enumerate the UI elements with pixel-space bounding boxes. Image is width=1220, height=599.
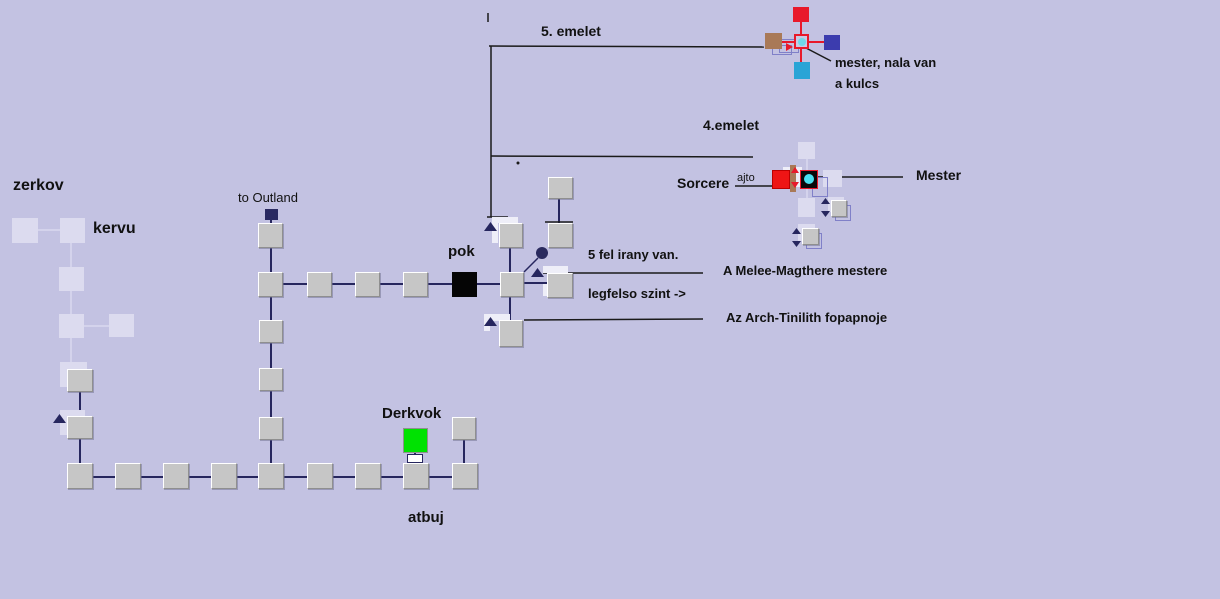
stepper-room	[831, 200, 847, 217]
paste-highlight	[484, 314, 510, 321]
paste-highlight	[492, 217, 518, 223]
paste-highlight	[484, 321, 490, 331]
label-5-fel-irany: 5 fel irany van.	[588, 247, 679, 262]
label-ajto: ajto	[737, 172, 755, 184]
floor5-pointer-line	[488, 45, 765, 48]
label-derkvok: Derkvok	[382, 405, 442, 422]
room	[548, 177, 573, 199]
stepper-down-arrow	[792, 241, 801, 247]
room	[258, 463, 284, 489]
room	[258, 223, 283, 248]
room-floor5-south-cyan	[794, 62, 810, 79]
room-atbuj	[403, 463, 429, 489]
room	[452, 417, 476, 440]
label-pok: pok	[448, 243, 475, 260]
room-faint	[12, 218, 38, 243]
stray-dot	[516, 161, 520, 165]
derkvok-door	[407, 454, 423, 463]
room-faint-kervu	[60, 218, 85, 243]
room	[67, 416, 93, 439]
room	[403, 272, 428, 297]
room	[307, 272, 332, 297]
label-mester-nala-van: mester, nala van	[835, 55, 937, 70]
room	[547, 273, 573, 298]
room	[307, 463, 333, 489]
room	[163, 463, 189, 489]
room-faint	[798, 142, 815, 159]
label-kervu: kervu	[93, 220, 136, 237]
label-4-emelet: 4.emelet	[703, 117, 760, 133]
label-sorcere: Sorcere	[677, 175, 730, 191]
label-arch-tinilith: Az Arch-Tinilith fopapnoje	[726, 310, 888, 325]
room	[67, 463, 93, 489]
room-faint	[798, 198, 815, 217]
ajto-door-bar	[790, 165, 796, 192]
outland-entrance	[265, 209, 278, 220]
room-floor5-west-brown	[765, 33, 782, 49]
room	[548, 223, 573, 248]
room-mester-black	[800, 170, 818, 189]
label-mester: Mester	[916, 167, 962, 183]
room-faint	[59, 314, 84, 338]
room-floor5-center-master	[794, 34, 809, 49]
room	[258, 272, 283, 297]
label-5-emelet: 5. emelet	[541, 23, 601, 39]
label-to-outland: to Outland	[238, 190, 298, 205]
room-sorcere-red	[772, 170, 790, 189]
room	[67, 369, 93, 392]
floor4-pointer-line	[490, 155, 754, 158]
stepper-room	[802, 228, 819, 245]
room-faint	[109, 314, 134, 337]
diagonal-junction-link	[523, 257, 539, 273]
arch-pointer-line	[523, 318, 704, 321]
room	[355, 272, 380, 297]
room	[355, 463, 381, 489]
room	[499, 320, 523, 347]
room	[115, 463, 141, 489]
paste-highlight	[543, 266, 568, 273]
room	[259, 320, 283, 343]
room	[259, 417, 283, 440]
room-floor5-east-blue	[824, 35, 840, 50]
room-derkvok-green	[403, 428, 428, 453]
room-floor5-north-red	[793, 7, 809, 22]
label-a-kulcs: a kulcs	[835, 76, 880, 91]
room	[211, 463, 237, 489]
room	[499, 223, 523, 248]
room-pok-black	[452, 272, 477, 297]
label-melee-magthere: A Melee-Magthere mestere	[723, 263, 888, 278]
room-hub	[500, 272, 524, 297]
room-faint	[59, 267, 84, 291]
room	[452, 463, 478, 489]
label-legfelso-szint: legfelso szint ->	[588, 286, 686, 301]
label-atbuj: atbuj	[408, 509, 444, 526]
label-zerkov: zerkov	[13, 177, 64, 194]
paste-highlight	[492, 223, 498, 243]
junction-dot	[536, 247, 548, 259]
room	[259, 368, 283, 391]
